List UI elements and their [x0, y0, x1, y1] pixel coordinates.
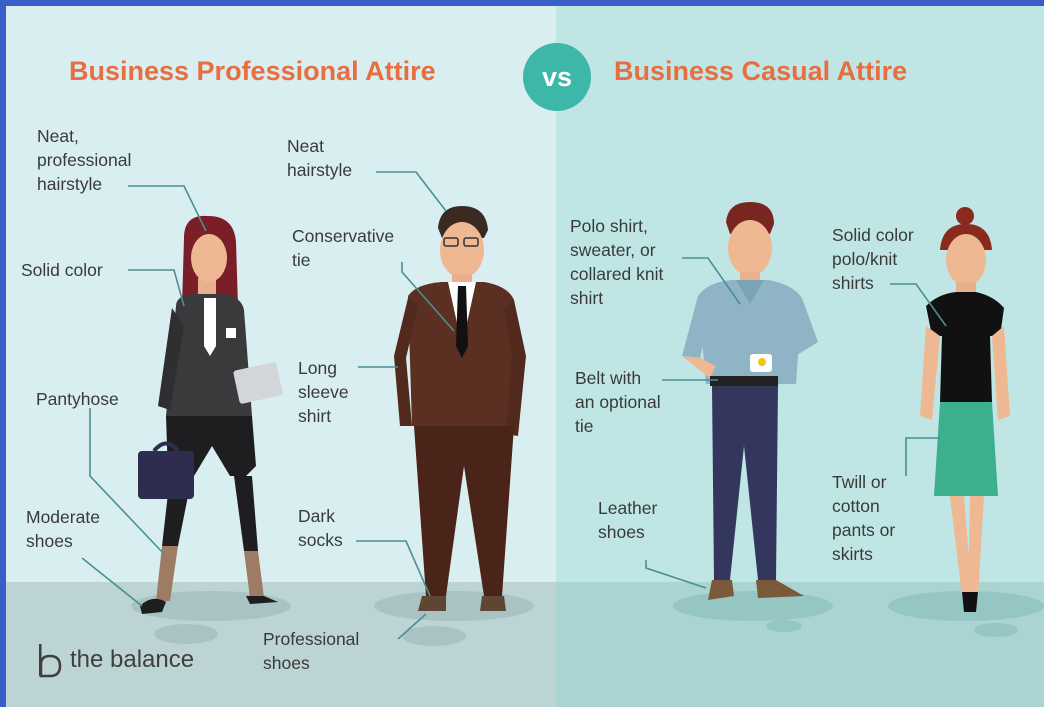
label-solid-color: Solid color [21, 260, 103, 280]
professional-attire-title: Business Professional Attire [69, 56, 436, 86]
casual-man-figure [682, 202, 818, 600]
label-pantyhose: Pantyhose [36, 389, 119, 409]
leader-lines [81, 171, 947, 640]
balance-logo-icon [39, 644, 62, 678]
label-moderate-shoes: Moderate shoes [26, 507, 100, 551]
label-long-sleeve-shirt: Long sleeve shirt [298, 358, 349, 426]
professional-woman-figure [138, 215, 283, 614]
label-conservative-tie: Conservative tie [292, 226, 395, 270]
label-belt-optional-tie: Belt with an optional tie [575, 368, 661, 436]
casual-attire-title: Business Casual Attire [614, 56, 908, 86]
label-professional-shoes: Professional shoes [263, 629, 360, 673]
label-dark-socks: Dark socks [298, 506, 343, 550]
label-neat-professional-hairstyle: Neat, professional hairstyle [37, 126, 132, 194]
label-leather-shoes: Leather shoes [598, 498, 658, 542]
label-polo-shirt: Polo shirt, sweater, or collared knit sh… [570, 216, 664, 308]
brand-name: the balance [70, 646, 195, 673]
professional-man-figure [394, 206, 526, 611]
vs-badge: vs [523, 43, 591, 111]
illustration [81, 171, 1044, 646]
label-solid-polo-knit: Solid color polo/knit shirts [832, 225, 914, 293]
label-neat-hairstyle: Neat hairstyle [287, 136, 353, 180]
casual-woman-figure [920, 207, 1010, 612]
infographic: Business Professional Attire vs Business… [6, 6, 1044, 707]
brand-logo: the balance [36, 642, 194, 678]
label-twill-cotton-pants: Twill or cotton pants or skirts [832, 472, 896, 564]
